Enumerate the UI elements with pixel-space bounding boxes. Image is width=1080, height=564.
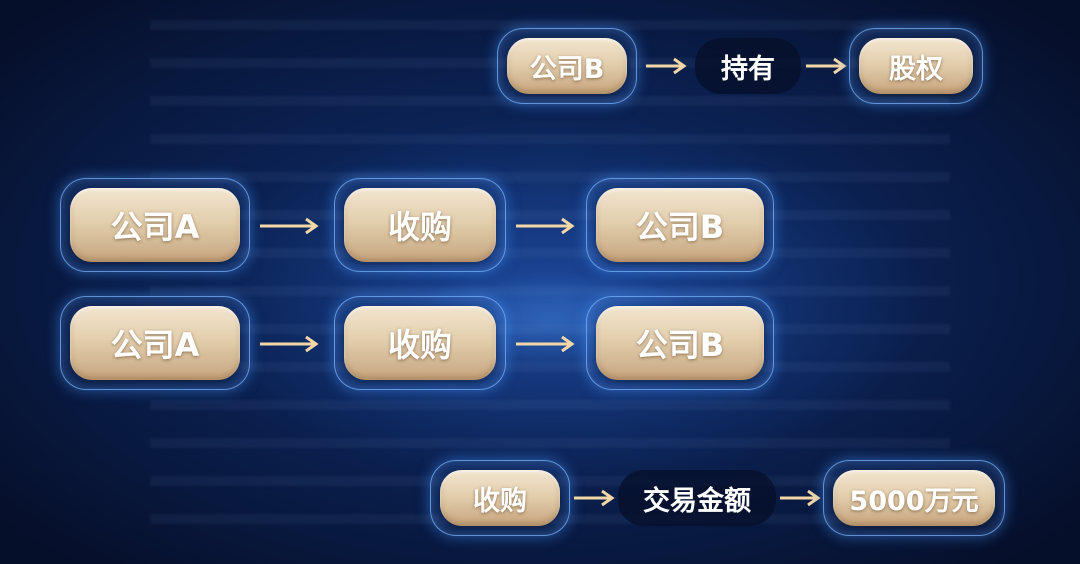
row2-object-node: 公司B (586, 178, 774, 272)
row4-relation-node: 交易金额 (618, 470, 776, 526)
row1-subject-node: 公司B (497, 28, 637, 104)
row4-subject-pill: 收购 (440, 470, 560, 526)
row3-object-node: 公司B (586, 296, 774, 390)
row3-object-pill: 公司B (596, 306, 764, 380)
row4-subject-label: 收购 (473, 485, 527, 517)
row3-arrow-2 (514, 334, 576, 354)
row3-relation-pill: 收购 (344, 306, 496, 380)
row2-subject-node: 公司A (60, 178, 250, 272)
row4-arrow-2 (778, 488, 822, 508)
row2-relation-pill: 收购 (344, 188, 496, 262)
row3-relation-label: 收购 (387, 326, 452, 364)
row2-subject-pill: 公司A (70, 188, 240, 262)
row4-relation-label: 交易金额 (643, 485, 751, 517)
row3-subject-label: 公司A (110, 326, 200, 364)
row1-object-pill: 股权 (859, 38, 973, 94)
row3-object-label: 公司B (635, 326, 725, 364)
row1-object-node: 股权 (849, 28, 983, 104)
row1-object-label: 股权 (889, 53, 943, 85)
row2-object-pill: 公司B (596, 188, 764, 262)
row4-subject-node: 收购 (430, 460, 570, 536)
row3-relation-node: 收购 (334, 296, 506, 390)
row2-relation-label: 收购 (387, 208, 452, 246)
row3-subject-node: 公司A (60, 296, 250, 390)
row2-subject-label: 公司A (110, 208, 200, 246)
row3-subject-pill: 公司A (70, 306, 240, 380)
row1-subject-label: 公司B (529, 53, 605, 85)
row3-arrow-1 (258, 334, 320, 354)
row1-arrow-2 (804, 56, 848, 76)
row2-relation-node: 收购 (334, 178, 506, 272)
row1-subject-pill: 公司B (507, 38, 627, 94)
row2-object-label: 公司B (635, 208, 725, 246)
row4-arrow-1 (572, 488, 616, 508)
row1-relation-node: 持有 (695, 38, 801, 94)
row2-arrow-2 (514, 216, 576, 236)
row1-arrow-1 (644, 56, 688, 76)
row1-relation-label: 持有 (721, 53, 775, 85)
row4-object-node: 5000万元 (823, 460, 1005, 536)
row4-object-pill: 5000万元 (833, 470, 995, 526)
row4-object-label: 5000万元 (849, 485, 979, 517)
row2-arrow-1 (258, 216, 320, 236)
